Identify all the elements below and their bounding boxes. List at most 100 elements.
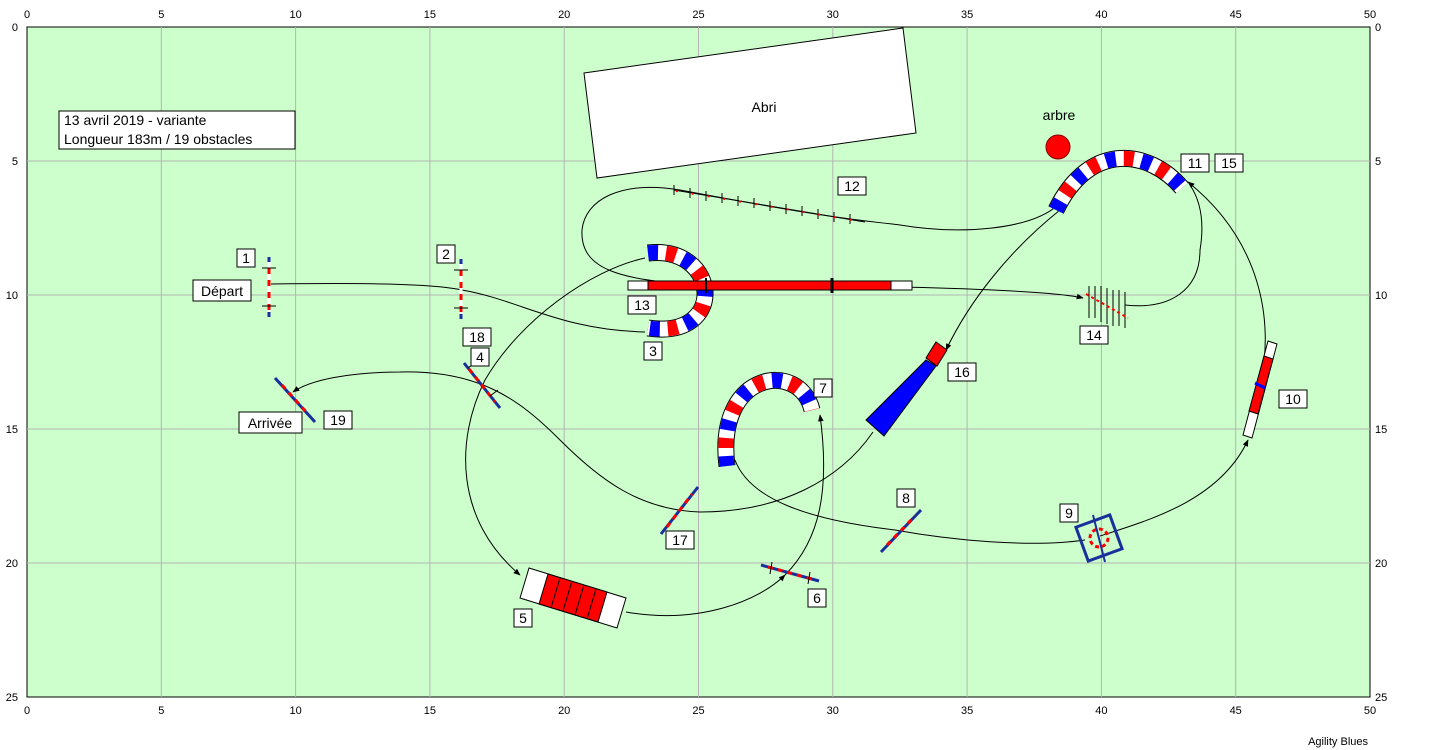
number-label-8: 8 [896, 488, 916, 508]
y-tick-label-left: 15 [6, 424, 18, 436]
x-tick-label-bottom: 0 [24, 705, 30, 717]
svg-text:13: 13 [634, 297, 650, 313]
svg-text:2: 2 [442, 246, 450, 262]
number-label-17: 17 [665, 530, 695, 550]
y-tick-label-left: 5 [12, 156, 18, 168]
number-labels: 1 2 3 4 5 6 7 8 9 10 11 12 13 14 15 16 1… [236, 153, 1308, 628]
shelter-abri: Abri [583, 27, 917, 179]
svg-text:11: 11 [1188, 155, 1203, 171]
x-tick-label-bottom: 45 [1230, 705, 1242, 717]
x-tick-label-bottom: 35 [961, 705, 973, 717]
tree-arbre: arbre [1043, 107, 1076, 160]
svg-text:6: 6 [813, 590, 821, 606]
svg-text:5: 5 [519, 610, 527, 626]
number-label-10: 10 [1278, 389, 1308, 409]
svg-text:12: 12 [844, 178, 860, 194]
y-tick-label-right: 5 [1375, 156, 1381, 168]
svg-text:15: 15 [1221, 155, 1237, 171]
axis-ticks: 0055101015152020252530303535404045455050… [6, 9, 1388, 717]
x-tick-label-top: 10 [289, 9, 301, 21]
depart-label: Départ [192, 279, 252, 302]
info-length: Longueur 183m / 19 obstacles [64, 131, 252, 147]
number-label-9: 9 [1059, 503, 1079, 523]
obstacle-7-tunnel [717, 371, 821, 468]
obstacle-13-dogwalk [627, 278, 913, 293]
obstacle-1-hurdle [262, 257, 276, 317]
number-label-6: 6 [807, 588, 827, 608]
svg-text:Départ: Départ [201, 283, 243, 299]
number-label-3: 3 [643, 341, 663, 361]
credit-label: Agility Blues [1308, 736, 1368, 748]
number-label-4: 4 [470, 347, 490, 367]
x-tick-label-top: 15 [424, 9, 436, 21]
number-label-2: 2 [436, 244, 456, 264]
obstacle-17-hurdle [659, 486, 700, 535]
x-tick-label-top: 5 [158, 9, 164, 21]
x-tick-label-bottom: 15 [424, 705, 436, 717]
y-tick-label-left: 10 [6, 290, 18, 302]
info-box: 13 avril 2019 - variante Longueur 183m /… [58, 110, 296, 150]
x-tick-label-bottom: 40 [1095, 705, 1107, 717]
svg-text:17: 17 [672, 532, 688, 548]
x-tick-label-top: 0 [24, 9, 30, 21]
y-tick-label-right: 15 [1375, 424, 1387, 436]
obstacle-19-hurdle [273, 376, 317, 424]
obstacle-14-weave [1085, 286, 1129, 328]
svg-text:14: 14 [1086, 327, 1102, 343]
x-tick-label-top: 40 [1095, 9, 1107, 21]
y-tick-label-left: 25 [6, 692, 18, 704]
obstacle-8-hurdle [879, 508, 923, 554]
svg-text:3: 3 [649, 343, 657, 359]
svg-text:16: 16 [954, 364, 970, 380]
number-label-11: 11 [1180, 153, 1210, 173]
arrivee-label: Arrivée [238, 411, 303, 434]
arbre-label: arbre [1043, 107, 1076, 123]
y-tick-label-left: 0 [12, 22, 18, 34]
obstacle-12-weave [673, 185, 866, 224]
svg-text:Arrivée: Arrivée [248, 415, 293, 431]
svg-text:1: 1 [242, 250, 250, 266]
number-label-7: 7 [813, 378, 833, 398]
x-tick-label-bottom: 25 [692, 705, 704, 717]
obstacle-5-aframe [519, 567, 627, 629]
x-tick-label-top: 35 [961, 9, 973, 21]
svg-text:19: 19 [330, 412, 346, 428]
number-label-18: 18 [462, 327, 492, 347]
obstacle-11-tunnel [1048, 150, 1189, 214]
y-tick-label-right: 25 [1375, 692, 1387, 704]
obstacle-2-hurdle [454, 259, 468, 319]
info-date: 13 avril 2019 - variante [64, 112, 207, 128]
obstacle-10-wall [1242, 340, 1278, 439]
x-tick-label-top: 45 [1230, 9, 1242, 21]
number-label-19: 19 [323, 410, 353, 430]
obstacle-6-hurdle [760, 561, 820, 585]
y-tick-label-right: 10 [1375, 290, 1387, 302]
obstacle-9-tire [1074, 513, 1124, 563]
x-tick-label-top: 25 [692, 9, 704, 21]
x-tick-label-top: 50 [1364, 9, 1376, 21]
y-tick-label-left: 20 [6, 558, 18, 570]
number-label-16: 16 [947, 362, 977, 382]
number-label-14: 14 [1079, 325, 1109, 345]
x-tick-label-bottom: 10 [289, 705, 301, 717]
svg-text:9: 9 [1065, 505, 1073, 521]
number-label-15: 15 [1214, 153, 1244, 173]
x-tick-label-bottom: 50 [1364, 705, 1376, 717]
abri-label: Abri [752, 99, 777, 115]
svg-text:7: 7 [819, 380, 827, 396]
svg-text:4: 4 [476, 349, 484, 365]
svg-text:8: 8 [902, 490, 910, 506]
y-tick-label-right: 20 [1375, 558, 1387, 570]
svg-text:18: 18 [469, 329, 485, 345]
x-tick-label-bottom: 5 [158, 705, 164, 717]
number-label-13: 13 [627, 295, 657, 315]
svg-text:10: 10 [1285, 391, 1301, 407]
x-tick-label-bottom: 20 [558, 705, 570, 717]
x-tick-label-top: 20 [558, 9, 570, 21]
x-tick-label-bottom: 30 [827, 705, 839, 717]
number-label-5: 5 [513, 608, 533, 628]
obstacle-16-chute [865, 341, 948, 437]
number-label-12: 12 [837, 176, 867, 196]
number-label-1: 1 [236, 248, 256, 268]
